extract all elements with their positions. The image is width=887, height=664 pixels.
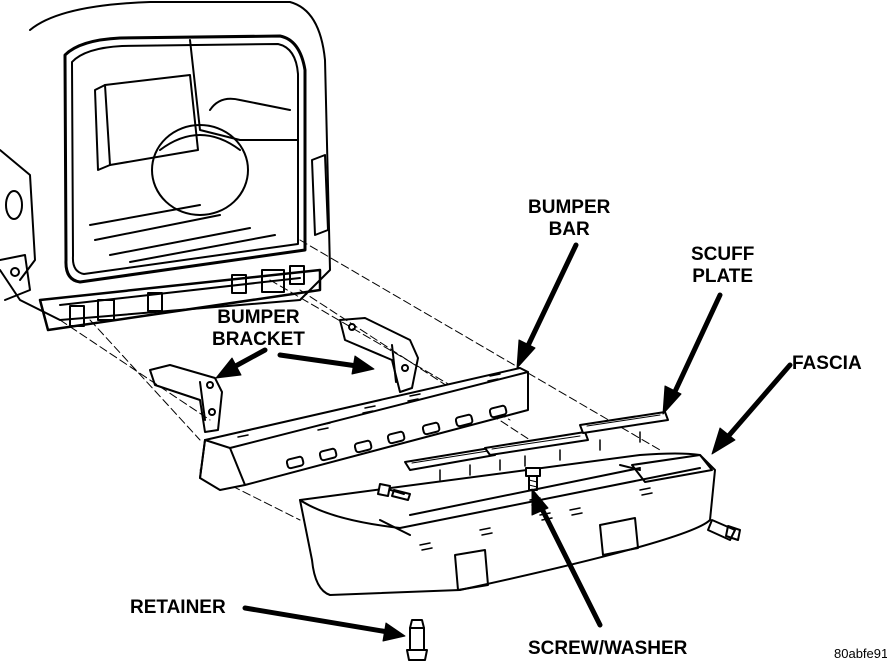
bumper-bracket-left xyxy=(149,364,223,433)
screw-washer-part xyxy=(525,467,541,491)
callout-scuff-plate-line-2: PLATE xyxy=(692,266,754,287)
callout-bumper-bracket: BUMPER BRACKET xyxy=(212,307,305,351)
leader-arrows xyxy=(215,242,793,642)
fastener-bolt-right xyxy=(707,519,741,541)
fascia xyxy=(299,452,716,596)
callout-bumper-bracket-line-1: BUMPER xyxy=(217,307,300,328)
bumper-bracket-right xyxy=(339,317,419,393)
fastener-bolt-left xyxy=(377,483,411,501)
figure-id: 80abfe91 xyxy=(834,646,887,661)
vehicle-rear-body xyxy=(0,1,331,332)
callout-retainer: RETAINER xyxy=(130,597,226,618)
callout-bumper-bar-line-1: BUMPER xyxy=(528,197,611,218)
callout-bumper-bar: BUMPER BAR xyxy=(528,197,610,241)
bumper-bar xyxy=(199,367,529,491)
callout-bumper-bracket-line-2: BRACKET xyxy=(212,329,305,350)
callout-scuff-plate-line-1: SCUFF xyxy=(691,244,755,265)
callout-scuff-plate: SCUFF PLATE xyxy=(691,244,754,288)
callout-bumper-bar-line-2: BAR xyxy=(548,219,590,240)
callout-fascia: FASCIA xyxy=(792,353,862,374)
callout-screw-washer: SCREW/WASHER xyxy=(528,638,688,659)
scuff-plates xyxy=(404,411,669,481)
retainer-part xyxy=(406,619,428,661)
